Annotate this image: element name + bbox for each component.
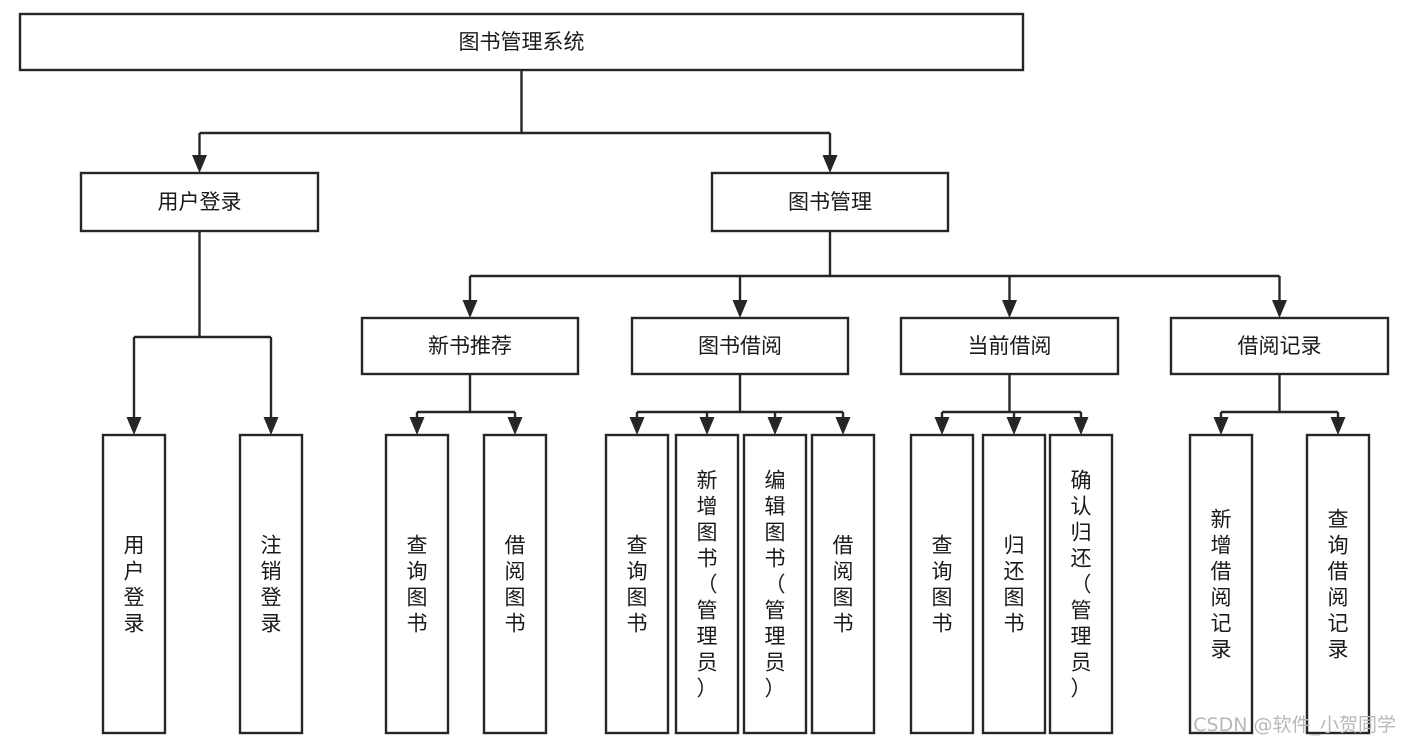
node-label-leaf-return-book: 归还图书 [1004, 533, 1025, 635]
node-label-leaf-user-logout: 注销登录 [261, 533, 282, 635]
node-box-leaf-query-record[interactable] [1305, 433, 1371, 735]
node-label-user-login: 用户登录 [158, 190, 242, 214]
node-leaf-user-logout[interactable]: 注销登录 [238, 433, 304, 735]
connector-arrowhead [629, 417, 645, 435]
node-label-book-borrow: 图书借阅 [698, 334, 782, 358]
node-leaf-borrow-book-bor[interactable]: 借阅图书 [810, 433, 876, 735]
node-label-leaf-edit-book: 编辑图书（管理员） [765, 468, 786, 700]
connector-arrowhead [1073, 417, 1089, 435]
node-leaf-return-book[interactable]: 归还图书 [981, 433, 1047, 735]
node-box-leaf-user-login[interactable] [101, 433, 167, 735]
node-box-leaf-add-record[interactable] [1188, 433, 1254, 735]
node-box-leaf-add-book[interactable] [674, 433, 740, 735]
node-label-leaf-borrow-book-rec: 借阅图书 [505, 533, 526, 635]
node-label-leaf-borrow-book-bor: 借阅图书 [833, 533, 854, 635]
node-box-leaf-query-book-cur[interactable] [909, 433, 975, 735]
node-label-book-manage: 图书管理 [788, 190, 872, 214]
connector-arrowhead [126, 417, 142, 435]
node-label-leaf-confirm-return: 确认归还（管理员） [1071, 468, 1092, 700]
watermark-layer: CSDN @软件_小贺同学 [1193, 714, 1396, 736]
node-label-leaf-query-book-bor: 查询图书 [627, 533, 648, 635]
node-leaf-borrow-book-rec[interactable]: 借阅图书 [482, 433, 548, 735]
node-label-leaf-query-book-rec: 查询图书 [407, 533, 428, 635]
node-label-leaf-query-record: 查询借阅记录 [1328, 507, 1349, 661]
node-layer: 图书管理系统用户登录图书管理新书推荐图书借阅当前借阅借阅记录用户登录注销登录查询… [18, 12, 1390, 735]
connector-arrowhead [822, 155, 838, 173]
node-book-borrow[interactable]: 图书借阅 [630, 316, 850, 376]
node-leaf-user-login[interactable]: 用户登录 [101, 433, 167, 735]
node-leaf-confirm-return[interactable]: 确认归还（管理员） [1048, 433, 1114, 735]
node-borrow-record[interactable]: 借阅记录 [1169, 316, 1390, 376]
node-box-current-borrow[interactable] [899, 316, 1120, 376]
node-label-borrow-record: 借阅记录 [1238, 334, 1322, 358]
csdn-watermark: CSDN @软件_小贺同学 [1193, 714, 1396, 736]
node-root[interactable]: 图书管理系统 [18, 12, 1025, 72]
connector-arrowhead [835, 417, 851, 435]
node-label-new-book-rec: 新书推荐 [428, 334, 512, 358]
node-box-leaf-confirm-return[interactable] [1048, 433, 1114, 735]
connector-arrowhead [767, 417, 783, 435]
node-label-leaf-add-book: 新增图书（管理员） [697, 468, 718, 700]
connector-arrowhead [1213, 417, 1229, 435]
node-box-root[interactable] [18, 12, 1025, 72]
connector-arrowhead [1006, 417, 1022, 435]
node-leaf-query-book-rec[interactable]: 查询图书 [384, 433, 450, 735]
node-box-user-login[interactable] [79, 171, 320, 233]
connector-arrowhead [699, 417, 715, 435]
node-box-leaf-borrow-book-bor[interactable] [810, 433, 876, 735]
connector-arrowhead [462, 300, 478, 318]
node-leaf-add-record[interactable]: 新增借阅记录 [1188, 433, 1254, 735]
node-leaf-edit-book[interactable]: 编辑图书（管理员） [742, 433, 808, 735]
node-box-leaf-return-book[interactable] [981, 433, 1047, 735]
node-leaf-query-book-cur[interactable]: 查询图书 [909, 433, 975, 735]
node-book-manage[interactable]: 图书管理 [710, 171, 950, 233]
node-box-book-borrow[interactable] [630, 316, 850, 376]
node-label-current-borrow: 当前借阅 [968, 334, 1052, 358]
node-box-book-manage[interactable] [710, 171, 950, 233]
connector-arrowhead [1330, 417, 1346, 435]
node-user-login[interactable]: 用户登录 [79, 171, 320, 233]
connector-arrowhead [192, 155, 207, 173]
connector-arrowhead [732, 300, 748, 318]
connector-arrowhead [507, 417, 523, 435]
node-leaf-query-book-bor[interactable]: 查询图书 [604, 433, 670, 735]
edge-layer [126, 70, 1346, 435]
node-leaf-query-record[interactable]: 查询借阅记录 [1305, 433, 1371, 735]
node-box-leaf-query-book-bor[interactable] [604, 433, 670, 735]
node-label-leaf-user-login: 用户登录 [124, 533, 145, 635]
node-box-new-book-rec[interactable] [360, 316, 580, 376]
node-box-leaf-query-book-rec[interactable] [384, 433, 450, 735]
node-box-leaf-user-logout[interactable] [238, 433, 304, 735]
node-box-leaf-edit-book[interactable] [742, 433, 808, 735]
node-label-leaf-query-book-cur: 查询图书 [932, 533, 953, 635]
connector-arrowhead [409, 417, 425, 435]
node-new-book-rec[interactable]: 新书推荐 [360, 316, 580, 376]
connector-arrowhead [1272, 300, 1287, 318]
node-label-leaf-add-record: 新增借阅记录 [1211, 507, 1232, 661]
node-box-leaf-borrow-book-rec[interactable] [482, 433, 548, 735]
connector-arrowhead [934, 417, 950, 435]
node-current-borrow[interactable]: 当前借阅 [899, 316, 1120, 376]
node-label-root: 图书管理系统 [459, 30, 585, 54]
node-box-borrow-record[interactable] [1169, 316, 1390, 376]
connector-arrowhead [263, 417, 279, 435]
node-leaf-add-book[interactable]: 新增图书（管理员） [674, 433, 740, 735]
connector-arrowhead [1002, 300, 1017, 318]
